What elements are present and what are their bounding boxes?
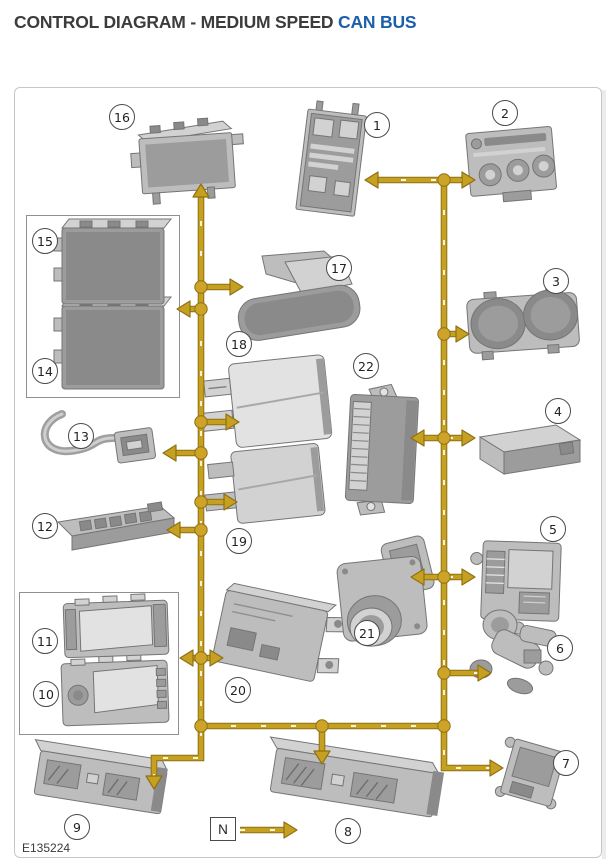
bus-junction-dot bbox=[194, 302, 208, 316]
component-9-illustration bbox=[33, 739, 169, 815]
bus-junction-dot bbox=[437, 173, 451, 187]
bus-arrowhead bbox=[145, 775, 163, 790]
bus-arrowhead bbox=[410, 429, 425, 447]
callout-9: 9 bbox=[64, 814, 90, 840]
component-10-illustration bbox=[60, 653, 170, 727]
bus-arrowhead bbox=[410, 568, 425, 586]
bus-arrowhead bbox=[223, 493, 238, 511]
component-8-illustration bbox=[269, 736, 445, 818]
callout-11: 11 bbox=[32, 628, 58, 654]
bus-arrowhead bbox=[192, 183, 210, 198]
bus-junction-dot bbox=[194, 651, 208, 665]
callout-2: 2 bbox=[492, 100, 518, 126]
callout-22: 22 bbox=[353, 353, 379, 379]
bus-arrowhead bbox=[283, 821, 298, 839]
bus-junction-dot bbox=[437, 327, 451, 341]
figure-code: E135224 bbox=[22, 841, 71, 855]
bus-arrowhead bbox=[477, 664, 492, 682]
bus-junction-dot bbox=[437, 666, 451, 680]
callout-13: 13 bbox=[68, 423, 94, 449]
group-box-14-15 bbox=[26, 215, 180, 398]
bus-arrowhead bbox=[162, 444, 177, 462]
component-1-illustration bbox=[295, 100, 367, 217]
bus-arrowhead bbox=[209, 649, 224, 667]
bus-arrowhead bbox=[179, 649, 194, 667]
callout-16: 16 bbox=[109, 104, 135, 130]
callout-5: 5 bbox=[540, 516, 566, 542]
bus-arrowhead bbox=[455, 325, 470, 343]
bus-junction-dot bbox=[194, 719, 208, 733]
component-16-illustration bbox=[130, 117, 244, 205]
component-12-illustration bbox=[56, 501, 176, 551]
bus-junction-dot bbox=[194, 446, 208, 460]
bus-junction-dot bbox=[194, 415, 208, 429]
callout-3: 3 bbox=[543, 268, 569, 294]
component-17-illustration bbox=[237, 250, 361, 341]
component-2-illustration bbox=[465, 126, 557, 203]
bus-arrowhead bbox=[461, 568, 476, 586]
component-22-illustration bbox=[344, 383, 419, 516]
callout-10: 10 bbox=[33, 681, 59, 707]
bus-arrowhead bbox=[313, 750, 331, 765]
bus-arrowhead bbox=[461, 171, 476, 189]
component-4-illustration bbox=[478, 424, 582, 475]
canbus-line-network bbox=[145, 171, 504, 839]
component-6-illustration bbox=[469, 609, 557, 695]
title-text: CONTROL DIAGRAM - MEDIUM SPEED bbox=[14, 12, 334, 32]
page-title: CONTROL DIAGRAM - MEDIUM SPEED CAN BUS bbox=[14, 12, 417, 33]
bus-junction-dot bbox=[315, 719, 329, 733]
component-18-illustration bbox=[200, 354, 333, 448]
group-box-10-11 bbox=[19, 592, 179, 735]
component-5-illustration bbox=[470, 540, 562, 635]
callout-14: 14 bbox=[32, 358, 58, 384]
component-21-illustration bbox=[336, 535, 435, 647]
callout-19: 19 bbox=[226, 528, 252, 554]
bus-arrowhead bbox=[364, 171, 379, 189]
bus-junction-dot bbox=[437, 570, 451, 584]
callout-15: 15 bbox=[32, 228, 58, 254]
network-label-box: N bbox=[210, 817, 236, 841]
callout-18: 18 bbox=[226, 331, 252, 357]
bus-junction-dot bbox=[194, 523, 208, 537]
callout-8: 8 bbox=[335, 818, 361, 844]
component-15-illustration bbox=[53, 218, 173, 305]
callout-21: 21 bbox=[354, 620, 380, 646]
bus-arrowhead bbox=[166, 521, 181, 539]
bus-arrowhead bbox=[461, 429, 476, 447]
callout-17: 17 bbox=[326, 255, 352, 281]
page-edge-strip bbox=[602, 90, 606, 859]
callout-20: 20 bbox=[225, 677, 251, 703]
bus-arrowhead bbox=[229, 278, 244, 296]
callout-6: 6 bbox=[547, 635, 573, 661]
component-13-illustration bbox=[40, 410, 157, 464]
bus-junction-dot bbox=[194, 280, 208, 294]
callout-4: 4 bbox=[545, 398, 571, 424]
component-20-illustration bbox=[211, 582, 349, 682]
component-11-illustration bbox=[62, 593, 170, 659]
component-3-illustration bbox=[466, 282, 580, 361]
bus-junction-dot bbox=[437, 431, 451, 445]
component-19-illustration bbox=[204, 442, 326, 524]
title-canbus-link: CAN BUS bbox=[338, 12, 417, 32]
callout-1: 1 bbox=[364, 112, 390, 138]
bus-arrowhead bbox=[489, 759, 504, 777]
bus-junction-dot bbox=[194, 495, 208, 509]
bus-arrowhead bbox=[225, 413, 240, 431]
callout-12: 12 bbox=[32, 513, 58, 539]
component-14-illustration bbox=[53, 296, 173, 390]
bus-junction-dot bbox=[437, 719, 451, 733]
callout-7: 7 bbox=[553, 750, 579, 776]
bus-arrowhead bbox=[176, 300, 191, 318]
